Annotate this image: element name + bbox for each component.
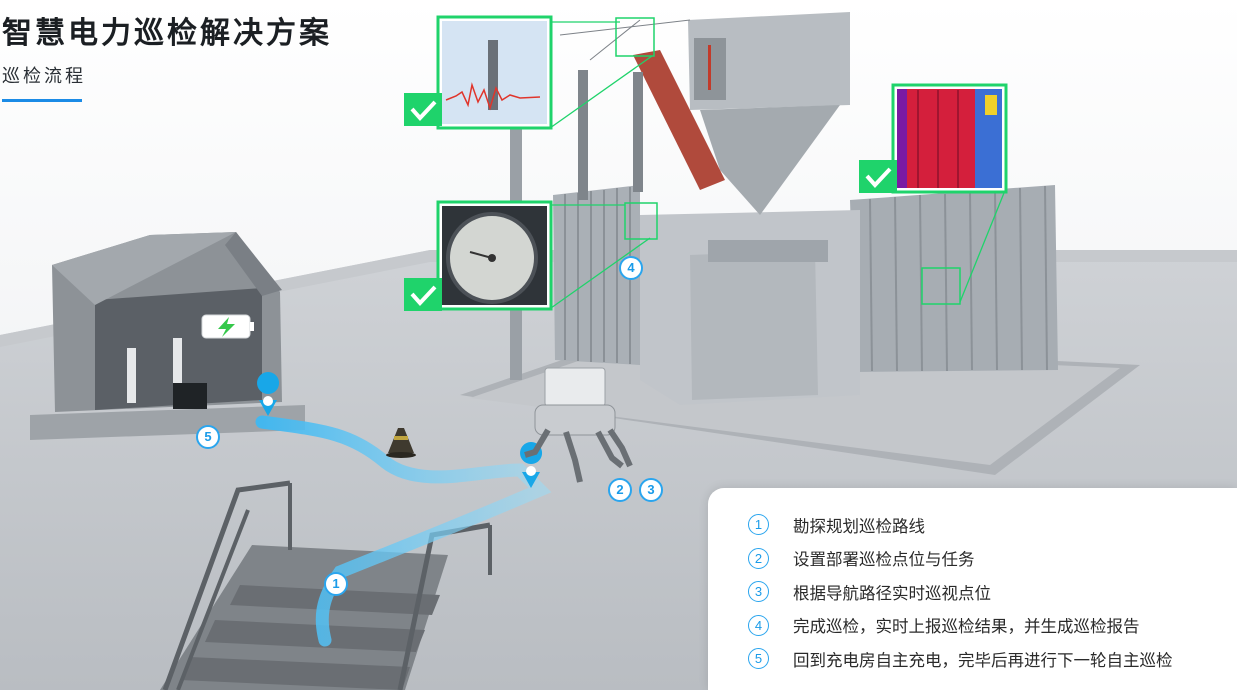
robot-dog xyxy=(524,367,633,483)
step-number: 5 xyxy=(748,648,769,670)
step-number: 4 xyxy=(748,614,769,636)
step-text: 完成巡检，实时上报巡检结果，并生成巡检报告 xyxy=(793,617,1140,637)
transformer xyxy=(510,12,1058,405)
check-icon xyxy=(859,160,897,193)
check-icon xyxy=(404,93,442,126)
scene-marker-robot-a: 2 xyxy=(608,478,632,502)
step-number: 1 xyxy=(748,514,769,536)
traffic-cone-icon xyxy=(386,428,416,458)
inspection-insets xyxy=(436,15,1008,311)
step-item: 2 设置部署巡检点位与任务 xyxy=(748,542,1237,576)
check-icon xyxy=(404,278,442,311)
page-title: 智慧电力巡检解决方案 xyxy=(2,16,332,51)
section-subtitle: 巡检流程 xyxy=(2,66,86,87)
stairs xyxy=(160,480,492,690)
step-text: 设置部署巡检点位与任务 xyxy=(793,550,975,570)
scene-marker-stairs: 1 xyxy=(324,572,348,596)
step-text: 根据导航路径实时巡视点位 xyxy=(793,583,991,603)
subtitle-underline xyxy=(2,99,82,102)
step-item: 5 回到充电房自主充电，完毕后再进行下一轮自主巡检 xyxy=(748,642,1237,676)
step-text: 回到充电房自主充电，完毕后再进行下一轮自主巡检 xyxy=(793,650,1173,670)
step-text: 勘探规划巡检路线 xyxy=(793,516,925,536)
scene-marker-transformer: 4 xyxy=(619,256,643,280)
step-number: 3 xyxy=(748,581,769,603)
scene-marker-charging-room: 5 xyxy=(196,425,220,449)
step-item: 1 勘探规划巡检路线 xyxy=(748,508,1237,542)
step-number: 2 xyxy=(748,547,769,569)
transformer-foundation xyxy=(460,340,1140,475)
battery-charging-icon xyxy=(201,314,254,339)
step-item: 3 根据导航路径实时巡视点位 xyxy=(748,575,1237,609)
charging-room xyxy=(30,232,305,440)
location-pin-icon xyxy=(257,372,280,416)
steps-panel: 1 勘探规划巡检路线 2 设置部署巡检点位与任务 3 根据导航路径实时巡视点位 … xyxy=(708,488,1237,690)
steps-list: 1 勘探规划巡检路线 2 设置部署巡检点位与任务 3 根据导航路径实时巡视点位 … xyxy=(708,488,1237,676)
step-item: 4 完成巡检，实时上报巡检结果，并生成巡检报告 xyxy=(748,609,1237,643)
scene-marker-robot-b: 3 xyxy=(639,478,663,502)
